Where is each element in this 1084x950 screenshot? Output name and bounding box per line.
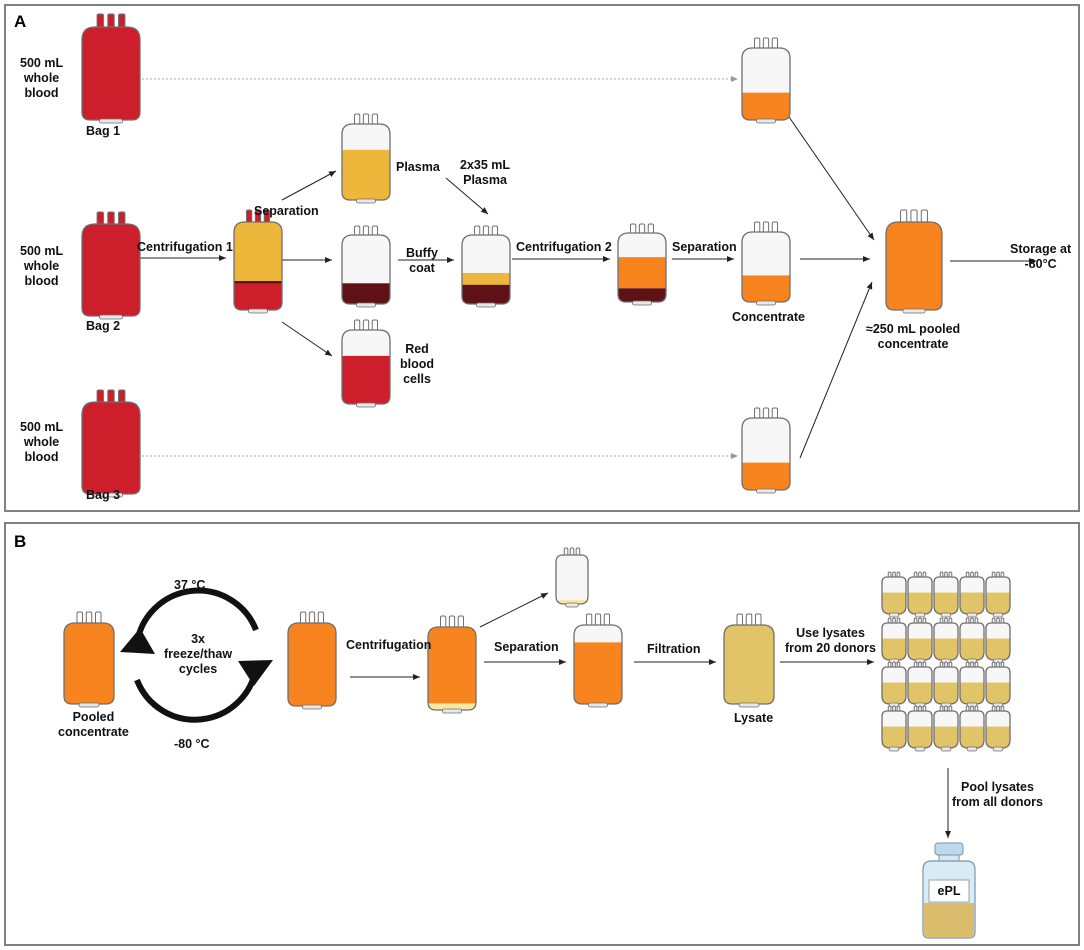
bag-2 xyxy=(81,211,141,320)
b-remove-arrow xyxy=(479,592,549,628)
bag1-name-label: Bag 1 xyxy=(86,124,121,138)
panel-a-arrows xyxy=(140,76,1036,459)
plasma-label: Plasma xyxy=(396,160,440,174)
to-rbc-arrow xyxy=(281,321,333,357)
epl-label: ePL xyxy=(937,884,961,898)
donor-bag-12 xyxy=(907,661,933,708)
orange-buffy-bag xyxy=(617,223,667,306)
plasma-add-arrow xyxy=(445,177,489,215)
epl-bottle-icon xyxy=(922,842,976,939)
donor-bag-16 xyxy=(881,705,907,752)
bag3-name-label: Bag 3 xyxy=(86,488,121,502)
donor-bag-1 xyxy=(881,571,907,618)
b-centrifugation-label: Centrifugation xyxy=(346,638,432,652)
plasma-add-label: 2x35 mL Plasma xyxy=(460,158,511,187)
concentrate-bag xyxy=(741,221,791,306)
red-blood-cells-label: Red blood cells xyxy=(400,342,435,386)
b-lysate-bag xyxy=(723,613,775,708)
bag1-volume-label: 500 mL whole blood xyxy=(20,56,64,100)
plasma-buffy-bag xyxy=(461,225,511,308)
donor-bag-15 xyxy=(985,661,1011,708)
pool-lysates-label: Pool lysates from all donors xyxy=(952,780,1043,809)
storage-label: Storage at -80°C xyxy=(1010,242,1072,271)
pooled-concentrate-label: ≈250 mL pooled concentrate xyxy=(866,322,961,351)
red-blood-cells-bag xyxy=(341,319,391,408)
b-pooled-concentrate-label: Pooled concentrate xyxy=(58,710,129,739)
centrifugation-1-label: Centrifugation 1 xyxy=(137,240,233,254)
donor-bag-8 xyxy=(933,617,959,664)
concentrate-label: Concentrate xyxy=(732,310,805,324)
separation-2-label: Separation xyxy=(672,240,737,254)
b-thawed-bag xyxy=(287,611,337,710)
freeze-thaw-cycle-icon xyxy=(120,587,273,723)
centrifuged-bag xyxy=(233,209,283,314)
separation-1-label: Separation xyxy=(254,204,319,218)
buffy-coat-label: Buffy coat xyxy=(406,246,438,275)
donor-bag-18 xyxy=(933,705,959,752)
bag1-to-pool-arrow xyxy=(777,100,875,241)
bag2-volume-label: 500 mL whole blood xyxy=(20,244,64,288)
panel-b-label: B xyxy=(14,532,27,551)
donor-bag-5 xyxy=(985,571,1011,618)
bag-3 xyxy=(81,389,141,498)
b-supernatant-bag xyxy=(573,613,623,708)
donor-bag-17 xyxy=(907,705,933,752)
temp-warm-label: 37 °C xyxy=(174,578,206,592)
bag3-volume-label: 500 mL whole blood xyxy=(20,420,64,464)
b-pooled-bag xyxy=(63,611,115,708)
temp-cold-label: -80 °C xyxy=(174,737,210,751)
bag1-concentrate xyxy=(741,37,791,124)
b-residue-bag xyxy=(555,547,589,608)
bag3-to-pool-arrow xyxy=(799,281,873,459)
buffy-coat-bag xyxy=(341,225,391,308)
donor-bag-11 xyxy=(881,661,907,708)
cycles-label: 3x freeze/thaw cycles xyxy=(164,632,233,676)
donor-bag-9 xyxy=(959,617,985,664)
donor-bag-20 xyxy=(985,705,1011,752)
donor-bag-7 xyxy=(907,617,933,664)
donor-bag-2 xyxy=(907,571,933,618)
bag-1 xyxy=(81,13,141,124)
plasma-bag xyxy=(341,113,391,204)
donor-bag-3 xyxy=(933,571,959,618)
donor-bag-13 xyxy=(933,661,959,708)
lysate-label: Lysate xyxy=(734,711,774,725)
panel-a-label: A xyxy=(14,12,27,31)
donor-bag-4 xyxy=(959,571,985,618)
panel-b-arrows xyxy=(350,592,951,838)
bag3-concentrate xyxy=(741,407,791,494)
donor-bag-6 xyxy=(881,617,907,664)
donor-bag-10 xyxy=(985,617,1011,664)
centrifugation-2-label: Centrifugation 2 xyxy=(516,240,612,254)
use-lysates-label: Use lysates from 20 donors xyxy=(785,626,876,655)
donor-bag-14 xyxy=(959,661,985,708)
b-filtration-label: Filtration xyxy=(647,642,701,656)
pooled-bag xyxy=(885,209,943,314)
b-centrifuged-bag xyxy=(427,615,477,714)
b-separation-label: Separation xyxy=(494,640,559,654)
donor-bag-19 xyxy=(959,705,985,752)
bags-layer xyxy=(63,13,1011,752)
bag2-name-label: Bag 2 xyxy=(86,319,121,333)
to-plasma-arrow xyxy=(281,170,337,201)
